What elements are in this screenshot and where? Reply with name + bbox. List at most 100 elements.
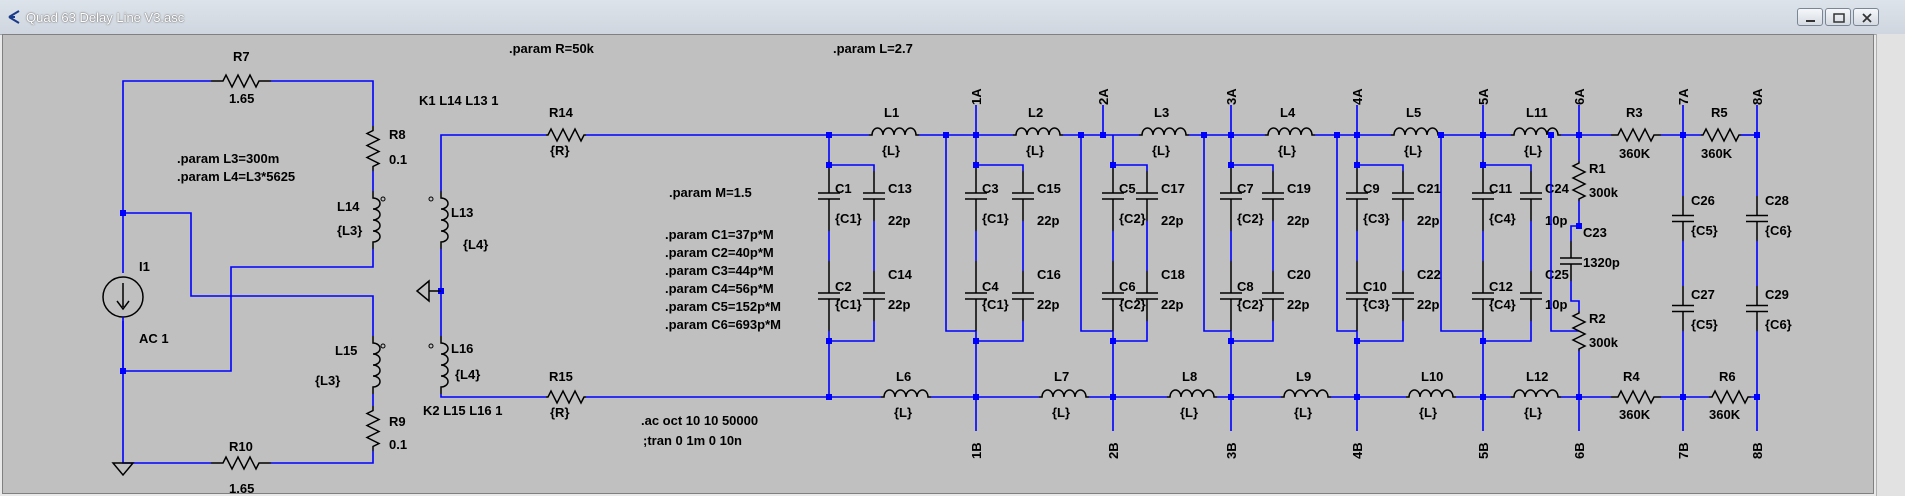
capacitor-C4[interactable]	[965, 261, 987, 331]
wire[interactable]	[123, 249, 374, 372]
wire[interactable]	[1357, 321, 1404, 342]
wire[interactable]	[440, 134, 546, 191]
wire[interactable]	[829, 321, 875, 342]
inductor-L16[interactable]	[440, 336, 449, 394]
wire[interactable]	[1483, 321, 1532, 342]
minimize-button[interactable]	[1797, 8, 1823, 26]
resistor-R7[interactable]	[211, 73, 271, 89]
capacitor-C18[interactable]	[1136, 271, 1158, 321]
title-bar[interactable]: Quad 63 Delay Line V3.asc	[0, 0, 1905, 35]
capacitor-C15[interactable]	[1012, 171, 1034, 221]
inductor-L1[interactable]	[869, 127, 919, 136]
resistor-R4[interactable]	[1611, 389, 1661, 405]
wire[interactable]	[1483, 164, 1532, 171]
capacitor-C1[interactable]	[818, 161, 840, 231]
wire[interactable]	[271, 451, 374, 464]
inductor-L8[interactable]	[1167, 389, 1217, 398]
close-button[interactable]	[1853, 8, 1879, 26]
capacitor-C2[interactable]	[818, 261, 840, 331]
resistor-R3[interactable]	[1611, 127, 1661, 143]
capacitor-C5[interactable]	[1102, 161, 1124, 231]
R7-label: R7	[233, 49, 250, 64]
wire[interactable]	[1357, 164, 1404, 171]
resistor-R14[interactable]	[546, 127, 586, 143]
capacitor-C14[interactable]	[863, 271, 885, 321]
resistor-R10[interactable]	[211, 455, 271, 471]
capacitor-C7[interactable]	[1220, 161, 1242, 231]
capacitor-C19[interactable]	[1262, 171, 1284, 221]
L15-label: L15	[335, 343, 357, 358]
resistor-R1[interactable]	[1571, 161, 1587, 201]
wire[interactable]	[1336, 135, 1357, 332]
inductor-L10[interactable]	[1406, 389, 1456, 398]
net-label-n1B: 1B	[969, 442, 984, 459]
capacitor-C11[interactable]	[1472, 161, 1494, 231]
inductor-L4[interactable]	[1265, 127, 1315, 136]
resistor-R6[interactable]	[1709, 389, 1751, 405]
wire[interactable]	[123, 212, 374, 336]
capacitor-C20[interactable]	[1262, 271, 1284, 321]
capacitor-C21[interactable]	[1392, 171, 1414, 221]
wire[interactable]	[976, 321, 1024, 342]
wire[interactable]	[945, 135, 976, 332]
vertical-scrollbar[interactable]	[1876, 34, 1905, 496]
capacitor-C23[interactable]	[1560, 241, 1582, 281]
wire[interactable]	[1440, 135, 1483, 332]
wire[interactable]	[1550, 135, 1579, 332]
L16-value: {L4}	[455, 367, 480, 382]
wire[interactable]	[1080, 135, 1113, 332]
capacitor-C17[interactable]	[1136, 171, 1158, 221]
inductor-L5[interactable]	[1391, 127, 1441, 136]
inductor-L7[interactable]	[1039, 389, 1089, 398]
inductor-L9[interactable]	[1281, 389, 1331, 398]
capacitor-C12[interactable]	[1472, 261, 1494, 331]
inductor-L14[interactable]	[372, 191, 381, 249]
inductor-L2[interactable]	[1013, 127, 1063, 136]
wire[interactable]	[1231, 321, 1274, 342]
wire[interactable]	[1570, 281, 1580, 311]
C18-label: C18	[1161, 267, 1185, 282]
resistor-R15[interactable]	[546, 389, 586, 405]
capacitor-C16[interactable]	[1012, 271, 1034, 321]
capacitor-C24[interactable]	[1520, 171, 1542, 221]
inductor-L6[interactable]	[881, 389, 931, 398]
wire[interactable]	[440, 394, 546, 398]
inductor-L3[interactable]	[1139, 127, 1189, 136]
capacitor-C27[interactable]	[1672, 286, 1694, 331]
L11-label: L11	[1526, 105, 1548, 120]
inductor-L12[interactable]	[1511, 389, 1561, 398]
wire[interactable]	[1203, 135, 1231, 332]
C26-value: {C5}	[1691, 223, 1718, 238]
capacitor-C3[interactable]	[965, 161, 987, 231]
inductor-L13[interactable]	[440, 191, 449, 249]
capacitor-C28[interactable]	[1746, 196, 1768, 241]
wire[interactable]	[1113, 164, 1148, 171]
capacitor-C9[interactable]	[1346, 161, 1368, 231]
wire[interactable]	[829, 164, 875, 171]
wire[interactable]	[1231, 164, 1274, 171]
resistor-R5[interactable]	[1701, 127, 1741, 143]
capacitor-C6[interactable]	[1102, 261, 1124, 331]
wire[interactable]	[122, 80, 211, 213]
wire[interactable]	[1570, 225, 1579, 241]
resistor-R8[interactable]	[365, 126, 381, 171]
resistor-R9[interactable]	[365, 406, 381, 451]
capacitor-C25[interactable]	[1520, 271, 1542, 321]
capacitor-C26[interactable]	[1672, 196, 1694, 241]
wire[interactable]	[1113, 321, 1148, 342]
C3-label: C3	[982, 181, 999, 196]
inductor-L15[interactable]	[372, 336, 381, 394]
wire[interactable]	[976, 164, 1024, 171]
maximize-button[interactable]	[1825, 8, 1851, 26]
resistor-R2[interactable]	[1571, 311, 1587, 351]
capacitor-C22[interactable]	[1392, 271, 1414, 321]
L9-label: L9	[1296, 369, 1311, 384]
capacitor-C8[interactable]	[1220, 261, 1242, 331]
inductor-L11[interactable]	[1511, 127, 1561, 136]
wire[interactable]	[271, 80, 374, 126]
schematic-drawing[interactable]: R71.65R80.1L14{L3}L15{L3}R90.1R101.65I1A…	[3, 35, 1873, 493]
capacitor-C10[interactable]	[1346, 261, 1368, 331]
capacitor-C29[interactable]	[1746, 286, 1768, 331]
capacitor-C13[interactable]	[863, 171, 885, 221]
